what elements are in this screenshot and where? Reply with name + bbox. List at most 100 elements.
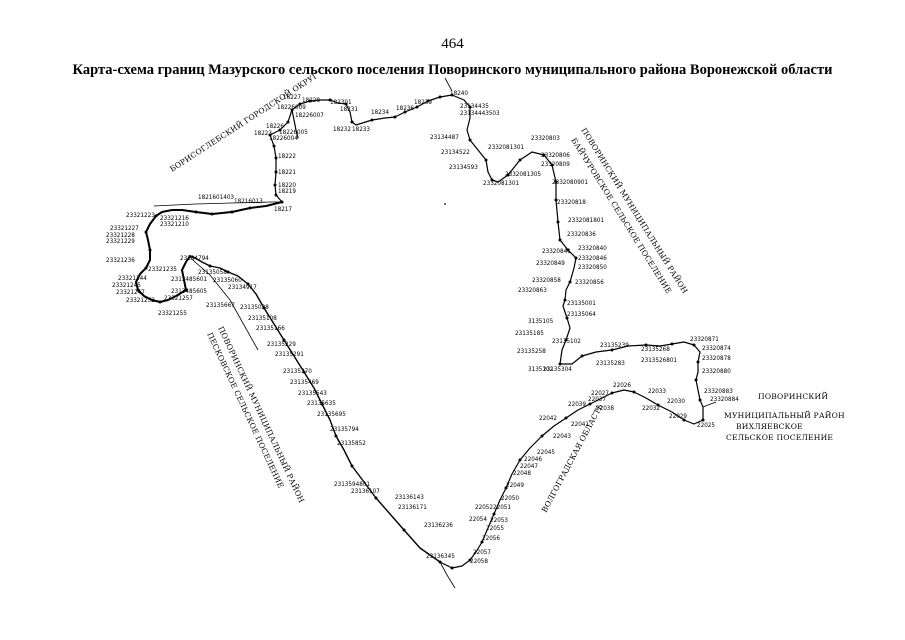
point-label: 22047 (520, 463, 538, 470)
point-label: 22030 (667, 398, 685, 405)
map-title: Карта-схема границ Мазурского сельского … (72, 62, 833, 78)
region-borisoglebsk: БОРИСОГЛЕБСКИЙ ГОРОДСКОЙ ОКРУГ (168, 71, 320, 174)
point-label: 18228 (302, 97, 320, 104)
point-label: 22032 (642, 405, 660, 412)
point-label: 23321229 (106, 238, 135, 245)
point-label: 1821601403 (198, 194, 234, 201)
point-label: 22058 (470, 558, 488, 565)
point-label: 18226007 (295, 112, 324, 119)
point-label: 23135185 (515, 330, 544, 337)
region-vikhlyaevka-line4: СЕЛЬСКОЕ ПОСЕЛЕНИЕ (726, 433, 833, 442)
point-label: 23135469 (290, 379, 319, 386)
point-label: 23135283 (596, 360, 625, 367)
point-label: 22055 (486, 525, 504, 532)
point-label: 22041 (571, 421, 589, 428)
point-label: 22039 (568, 401, 586, 408)
south-boundary-extension (439, 561, 456, 589)
point-label: 22043 (553, 433, 571, 440)
point-label: 22050 (501, 495, 519, 502)
point-label: 22033 (648, 388, 666, 395)
point-label: 22026 (613, 382, 631, 389)
point-label: 22048 (513, 470, 531, 477)
point-label: 22045 (537, 449, 555, 456)
point-label: 18219 (278, 188, 296, 195)
point-label: 2332081801 (568, 217, 604, 224)
point-label: 2313485605 (171, 288, 207, 295)
point-label: 18240 (450, 90, 468, 97)
point-label: 18221 (278, 169, 296, 176)
point-label: 23135794 (330, 426, 359, 433)
point-label: 23321228 (106, 232, 135, 239)
region-vikhlyaevka-line2: МУНИЦИПАЛЬНЫЙ РАЙОН (724, 411, 845, 420)
point-label: 18226004 (269, 135, 298, 142)
point-label: 23320856 (575, 279, 604, 286)
point-label: 2313594801 (334, 481, 370, 488)
point-label: 22046 (524, 456, 542, 463)
point-label: 23320878 (702, 355, 731, 362)
point-label: 23135635 (307, 400, 336, 407)
point-label: 23136171 (398, 504, 427, 511)
point-label: 23135038 (240, 304, 269, 311)
point-label: 22025 (697, 422, 715, 429)
point-label: 18231 (340, 106, 358, 113)
external-boundary-lines (153, 77, 717, 589)
point-label: 23320871 (690, 336, 719, 343)
point-label: 18220 (278, 182, 296, 189)
point-label: 23134917 (228, 284, 257, 291)
point-label: 23320850 (578, 264, 607, 271)
point-label: 23320803 (531, 135, 560, 142)
point-label: 23320836 (567, 231, 596, 238)
region-baichurovo-line2: БАЙЧУРОВСКОЕ СЕЛЬСКОЕ ПОСЕЛЕНИЕ (569, 136, 673, 295)
point-label: 23320858 (532, 277, 561, 284)
point-labels: 18240 18239 18236 18234 18233 18232 1823… (106, 90, 739, 565)
point-label: 23135291 (275, 351, 304, 358)
point-label: 23134593 (449, 164, 478, 171)
point-label: 23321255 (158, 310, 187, 317)
point-label: 23321245 (112, 282, 141, 289)
point-label: 2332081301 (488, 144, 524, 151)
point-label: 23320883 (704, 388, 733, 395)
point-label: 18217 (274, 206, 292, 213)
point-label: 23134435 (460, 103, 489, 110)
point-label: 23136143 (395, 494, 424, 501)
point-label: 23136345 (426, 553, 455, 560)
point-label: 18233 (352, 126, 370, 133)
point-label: 23135304 (543, 366, 572, 373)
boundary-vertices (136, 93, 705, 570)
region-peskovatka-line2: ПЕСКОВСКОЕ СЕЛЬСКОЕ ПОСЕЛЕНИЕ (205, 331, 285, 490)
point-label: 23134522 (441, 149, 470, 156)
point-label: 23135001 (567, 300, 596, 307)
pesk-boundary-extension (189, 256, 196, 263)
point-label: 23321223 (126, 212, 155, 219)
point-label: 23320884 (710, 396, 739, 403)
point-label: 2332081305 (505, 171, 541, 178)
point-label: 23321210 (160, 221, 189, 228)
point-label: 23320841 (542, 248, 571, 255)
point-label: 3135105 (528, 318, 554, 325)
point-label: 23135064 (567, 311, 596, 318)
point-label: 23135166 (256, 325, 285, 332)
point-label: 22049 (506, 482, 524, 489)
point-label: 23321252 (126, 297, 155, 304)
point-label: 18234 (371, 109, 389, 116)
point-label: 23320818 (557, 199, 586, 206)
point-label: 18226009 (277, 104, 306, 111)
point-label: 23135268 (641, 346, 670, 353)
point-label: 23320880 (702, 368, 731, 375)
point-label: 22057 (473, 549, 491, 556)
point-label: 23134794 (180, 255, 209, 262)
point-label: 23320863 (518, 287, 547, 294)
point-label: 18226 (266, 123, 284, 130)
point-label: 22054 (469, 516, 487, 523)
point-label: 23320846 (578, 255, 607, 262)
point-label: 22037 (588, 396, 606, 403)
pesk-boundary-west (194, 261, 259, 351)
point-label: 22051 (493, 504, 511, 511)
point-label: 2313485601 (171, 276, 207, 283)
point-label: 18216013 (234, 198, 263, 205)
point-label: 22053 (490, 517, 508, 524)
point-label: 23321247 (116, 289, 145, 296)
point-label: 22056 (482, 535, 500, 542)
point-label: 23135060 (213, 277, 242, 284)
